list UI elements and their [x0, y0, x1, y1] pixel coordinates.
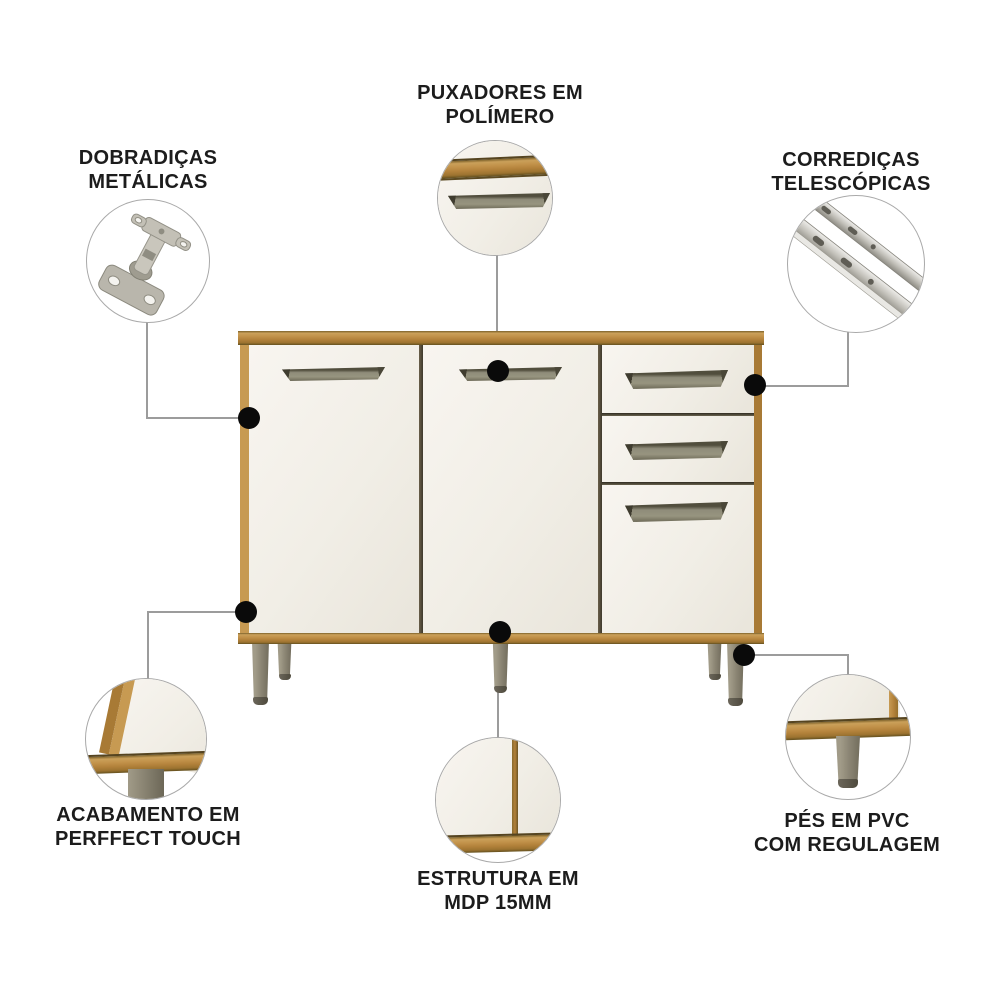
- door-right-handle-icon: [459, 367, 562, 381]
- door-gap: [419, 345, 423, 633]
- callout-circle-slides: [787, 195, 925, 333]
- leg-center: [492, 644, 509, 687]
- label-finish-line1: ACABAMENTO EM: [56, 804, 240, 826]
- marker-dot-slides: [744, 374, 766, 396]
- callout-circle-finish: [85, 678, 207, 800]
- marker-dot-structure: [489, 621, 511, 643]
- detail-leg: [128, 769, 164, 799]
- label-hinges: DOBRADIÇAS METÁLICAS: [79, 146, 218, 194]
- marker-dot-finish: [235, 601, 257, 623]
- drawer-2-handle-icon: [625, 441, 728, 460]
- label-finish-line2: PERFFECT TOUCH: [54, 828, 242, 850]
- label-feet: PÉS EM PVC COM REGULAGEM: [754, 809, 940, 857]
- line-hinges-h: [146, 417, 243, 419]
- detail-bottom-wood: [436, 832, 560, 854]
- mdp-panel-detail: [436, 738, 560, 838]
- line-finish-v: [147, 611, 149, 679]
- label-hinges-line1: DOBRADIÇAS: [78, 147, 218, 169]
- line-feet-v: [847, 654, 849, 676]
- foot-center: [494, 686, 507, 693]
- door-left-handle-icon: [282, 367, 385, 381]
- foot-right-back: [709, 674, 721, 680]
- label-slides-line2: TELESCÓPICAS: [771, 173, 931, 195]
- leg-right-back: [707, 644, 722, 675]
- door-right: [423, 345, 598, 633]
- cabinet-body: [240, 345, 762, 633]
- label-structure-line1: ESTRUTURA EM: [417, 868, 579, 890]
- label-hinges-line2: METÁLICAS: [88, 171, 208, 193]
- leg-left-back: [277, 644, 292, 675]
- detail-side-wood: [889, 681, 898, 725]
- detail-leg: [836, 736, 860, 781]
- label-structure: ESTRUTURA EM MDP 15MM: [417, 867, 579, 915]
- line-handles: [496, 253, 498, 363]
- telescopic-slide-icon: [788, 196, 924, 332]
- callout-circle-structure: [435, 737, 561, 863]
- foot-left-back: [279, 674, 291, 680]
- line-hinges-v: [146, 321, 148, 418]
- label-feet-line2: COM REGULAGEM: [753, 834, 941, 856]
- callout-circle-handles: [437, 140, 553, 256]
- door-left: [249, 345, 419, 633]
- detail-foot: [838, 779, 858, 788]
- line-feet-h: [750, 654, 849, 656]
- marker-dot-handles: [487, 360, 509, 382]
- label-finish: ACABAMENTO EM PERFFECT TOUCH: [55, 803, 241, 851]
- line-finish-h: [148, 611, 238, 613]
- callout-circle-hinges: [86, 199, 210, 323]
- line-slides-v: [847, 330, 849, 387]
- drawer-separator-1: [602, 413, 754, 416]
- label-handles-line2: POLÍMERO: [445, 106, 555, 128]
- cabinet-top-panel: [238, 331, 764, 345]
- detail-panel-divider: [512, 738, 518, 838]
- marker-dot-feet: [733, 644, 755, 666]
- label-feet-line1: PÉS EM PVC: [784, 810, 910, 832]
- drawer-separator-2: [602, 482, 754, 485]
- hinge-icon: [98, 213, 192, 316]
- foot-right-front: [728, 698, 743, 706]
- marker-dot-hinges: [238, 407, 260, 429]
- detail-handle-icon: [448, 193, 550, 209]
- drawer-3-handle-icon: [625, 502, 728, 522]
- line-slides-h: [757, 385, 849, 387]
- callout-circle-feet: [785, 674, 911, 800]
- drawer-1-handle-icon: [625, 370, 728, 389]
- drawer-column: [602, 345, 754, 633]
- label-slides: CORREDIÇAS TELESCÓPICAS: [771, 148, 930, 196]
- body-divider: [598, 345, 602, 633]
- label-slides-line1: CORREDIÇAS: [782, 149, 920, 171]
- label-handles: PUXADORES EM POLÍMERO: [417, 81, 583, 129]
- label-structure-line2: MDP 15MM: [444, 892, 552, 914]
- label-handles-line1: PUXADORES EM: [417, 82, 583, 104]
- foot-left-front: [253, 697, 268, 705]
- leg-left-front: [252, 644, 269, 699]
